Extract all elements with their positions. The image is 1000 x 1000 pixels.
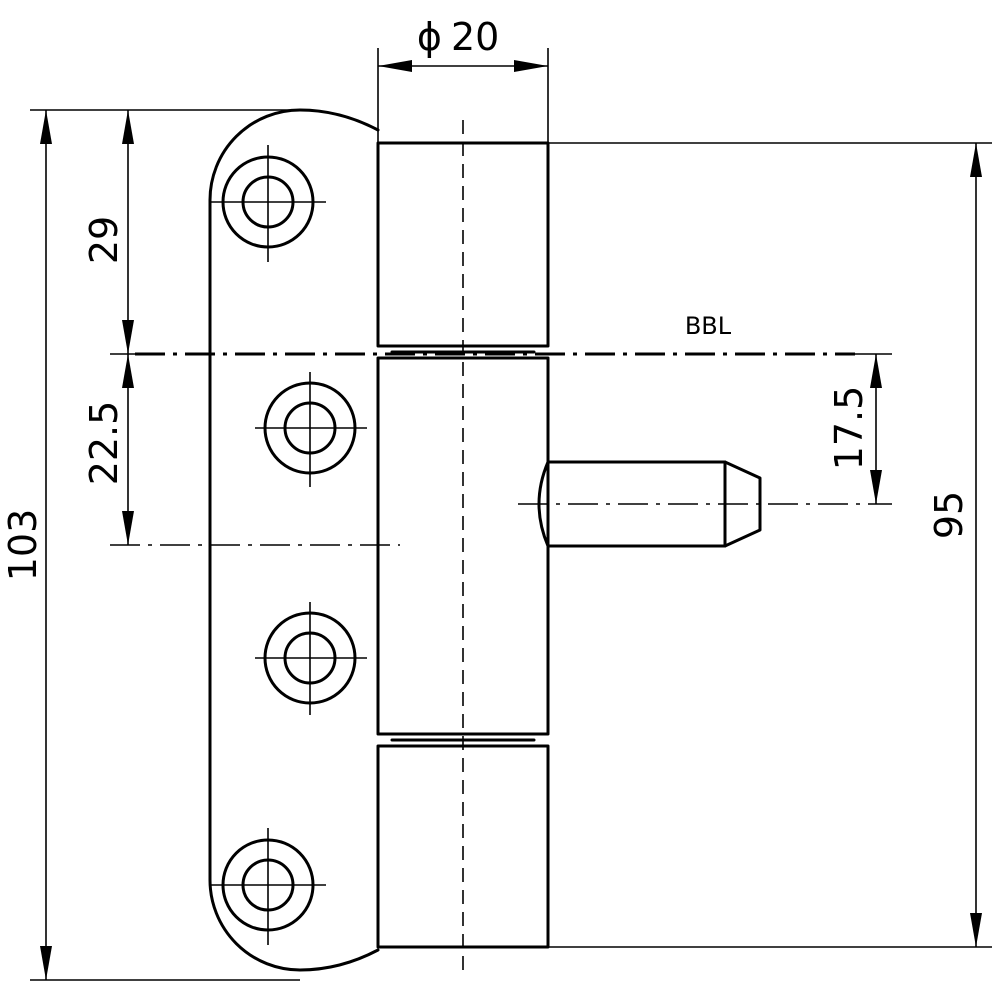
svg-text:29: 29 [82, 216, 126, 264]
dimension-diameter: ϕ 20 [378, 15, 548, 72]
dimension-pin-height: 95 [927, 143, 982, 947]
svg-text:17.5: 17.5 [827, 386, 871, 471]
dimension-bbl-to-pin: 17.5 [827, 354, 882, 504]
dimension-top-to-bbl: 29 [82, 110, 134, 354]
screw-hole-3 [255, 602, 367, 715]
threaded-pin [537, 460, 762, 548]
screw-hole-2 [255, 372, 367, 487]
svg-text:20: 20 [451, 15, 499, 59]
svg-text:ϕ: ϕ [417, 15, 442, 59]
svg-text:103: 103 [1, 509, 45, 582]
bbl-label: BBL [685, 312, 732, 340]
screw-hole-4 [210, 828, 326, 945]
svg-text:22.5: 22.5 [82, 401, 126, 486]
mounting-plate-outline [208, 108, 380, 972]
dimension-overall-height: 103 [1, 110, 52, 980]
dimension-bbl-to-hole: 22.5 [82, 354, 134, 545]
svg-text:95: 95 [927, 491, 971, 539]
screw-hole-1 [210, 145, 326, 262]
